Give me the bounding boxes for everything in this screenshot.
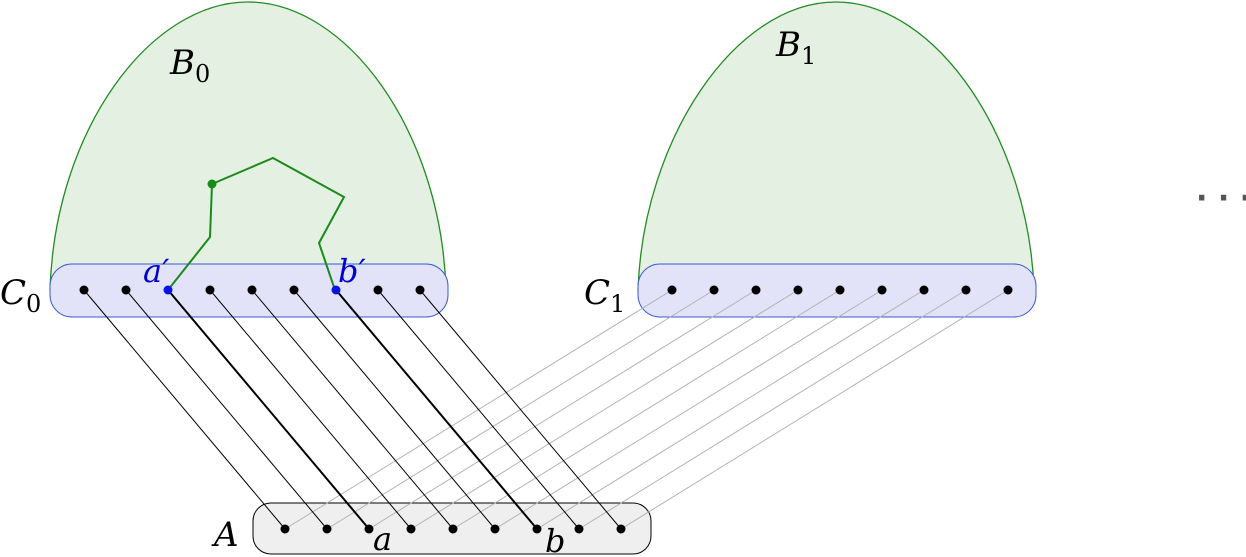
vertices-c1 — [667, 285, 1013, 295]
edge-c0-a-highlighted — [167, 289, 370, 530]
edge-c1-a — [536, 289, 925, 530]
label-c1: C1 — [584, 273, 625, 318]
label-a-prime: a′ — [143, 252, 170, 290]
vertex-a — [490, 524, 500, 534]
vertex-c0 — [373, 285, 383, 295]
vertex-a — [322, 524, 332, 534]
edge-c1-a — [368, 289, 757, 530]
vertex-c1 — [751, 285, 761, 295]
edge-c0-a — [83, 289, 286, 530]
vertex-c0 — [289, 285, 299, 295]
path-vertex — [207, 179, 217, 189]
label-c0: C0 — [0, 273, 41, 318]
label-b1: B1 — [775, 25, 816, 70]
vertex-c1 — [667, 285, 677, 295]
vertex-c1 — [835, 285, 845, 295]
edge-c0-a — [419, 289, 622, 530]
edge-c0-a-highlighted — [335, 289, 538, 530]
vertex-a-highlighted — [364, 524, 374, 534]
vertex-c0-highlighted — [331, 285, 341, 295]
edge-c1-a — [494, 289, 883, 530]
vertex-c0 — [205, 285, 215, 295]
edge-c0-a — [251, 289, 454, 530]
vertex-c1 — [709, 285, 719, 295]
bag-b0 — [49, 1, 447, 291]
vertex-a-highlighted — [532, 524, 542, 534]
label-a-set: A — [211, 515, 239, 555]
vertex-a — [616, 524, 626, 534]
edge-c1-a — [620, 289, 1009, 530]
vertex-a — [406, 524, 416, 534]
vertex-c1 — [877, 285, 887, 295]
label-b-prime: b′ — [338, 252, 366, 290]
ellipsis: · · · — [1196, 181, 1246, 216]
vertex-c1 — [919, 285, 929, 295]
path-a-prime-to-b-prime — [167, 156, 346, 291]
edge-c1-a — [410, 289, 799, 530]
edge-c0-a — [209, 289, 412, 530]
label-b-point: b — [545, 522, 565, 557]
edge-c1-a — [578, 289, 967, 530]
edges-c0-to-a — [83, 289, 622, 530]
label-a-point: a — [373, 520, 392, 557]
vertex-c1 — [793, 285, 803, 295]
vertex-c1 — [961, 285, 971, 295]
label-b0: B0 — [169, 43, 210, 88]
edge-c0-a — [377, 289, 580, 530]
edge-c0-a — [293, 289, 496, 530]
edge-c1-a — [452, 289, 841, 530]
vertex-c1 — [1003, 285, 1013, 295]
vertex-a — [448, 524, 458, 534]
vertex-a — [574, 524, 584, 534]
vertex-c0-highlighted — [163, 285, 173, 295]
vertex-c0 — [121, 285, 131, 295]
vertex-c0 — [415, 285, 425, 295]
vertex-c0 — [79, 285, 89, 295]
vertex-c0 — [247, 285, 257, 295]
vertices-c0 — [79, 285, 425, 295]
vertices-a — [280, 524, 626, 534]
edges-c1-to-a — [284, 289, 1009, 530]
edge-c0-a — [125, 289, 328, 530]
vertex-a — [280, 524, 290, 534]
bag-b1 — [637, 1, 1035, 291]
